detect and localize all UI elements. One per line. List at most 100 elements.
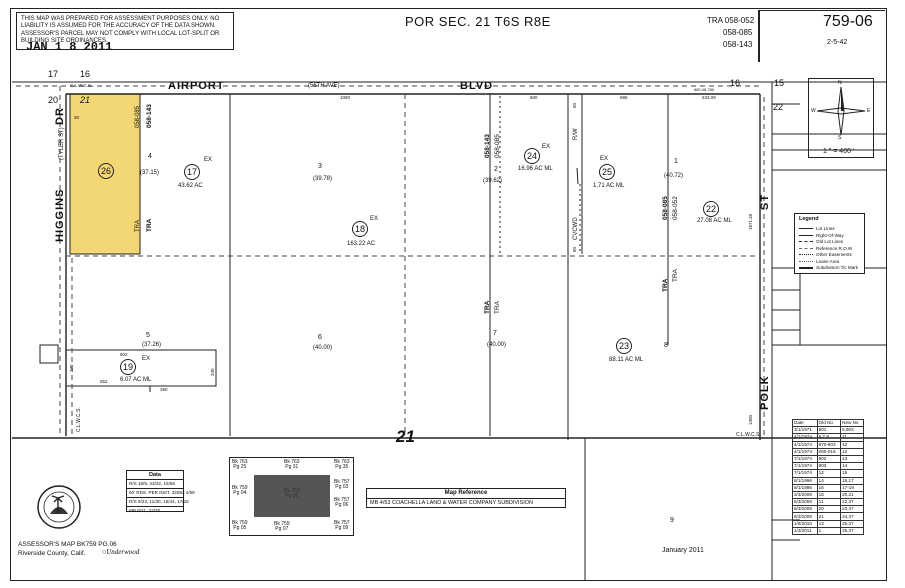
section-number: 16: [730, 78, 741, 88]
tra-label: 058-085: [662, 196, 669, 220]
lot-number: 8: [664, 342, 668, 349]
tra-label: TRA: [662, 278, 669, 292]
tra-label: TRA: [146, 218, 153, 232]
street-name-airport: AIRPORT: [168, 80, 225, 92]
parcel-acreage: 16.96 AC ML: [518, 166, 553, 172]
map-title: POR SEC. 21 T6S R8E: [405, 14, 551, 29]
table-header: Date: [792, 418, 818, 428]
compass-e: E: [867, 108, 871, 114]
map-reference-text: MB 4/53 COACHELLA LAND & WATER COMPANY S…: [370, 500, 534, 506]
tra-code: TRA 058-052: [707, 16, 755, 25]
parcel-number-24: 24: [524, 148, 540, 164]
lot-number: 5: [146, 332, 150, 339]
section-number: 22: [773, 102, 784, 112]
data-box: Data R/S 16/9, 33/32, 15/56 60' RDS. PER…: [126, 470, 195, 513]
dimension-label: 1871.40: [748, 213, 753, 230]
parcel-acreage: 6.07 AC ML: [120, 377, 152, 383]
parcel-number-19: 19: [120, 359, 136, 375]
section-number: 21: [80, 95, 91, 105]
parcel-acreage: 43.62 AC: [178, 183, 203, 189]
tra-label: 058-052: [672, 196, 679, 220]
section-number: 15: [774, 78, 785, 88]
street-name-higgins: HIGGINS: [54, 188, 66, 242]
table-header: Old No: [816, 418, 842, 428]
dimension-label: 330: [210, 368, 215, 376]
lot-dimension: (40.00): [487, 342, 507, 348]
county-seal-icon: [37, 485, 81, 529]
lot-dimension: (40.00): [313, 345, 333, 351]
footer-date: January 2011: [662, 547, 704, 554]
tra-label: 058-085: [135, 105, 141, 128]
tra-label: TRA: [494, 301, 501, 314]
street-alt-name: (56TH AVE): [308, 83, 340, 89]
compass-s: S: [838, 135, 842, 141]
data-row: R/S 16/9, 33/32, 15/56: [127, 480, 183, 489]
legend-item: Subdivision Tic Mark: [816, 265, 859, 270]
legend-item: Lease Area: [816, 258, 840, 264]
current-page-highlight: [254, 475, 330, 517]
legend-item: Old Lot Lines: [816, 239, 844, 244]
legend-item: Lot Lines: [816, 226, 835, 231]
section-number: 17: [48, 69, 59, 79]
street-alt-name: (TYLER ST): [59, 127, 65, 160]
legend-item: Other Easements: [816, 252, 852, 257]
tra-label: 058-143: [484, 134, 491, 158]
centerline-label: C.L.W.C.S.: [70, 83, 93, 88]
lot-number: 7: [493, 330, 497, 337]
parcel-number-18: 18: [352, 221, 368, 237]
tra-label: TRA: [484, 300, 491, 314]
dimension-label: 60: [572, 102, 577, 108]
tra-label: 058-085: [494, 134, 501, 158]
legend-title: Legend: [799, 216, 819, 222]
centerline-label: C.L.W.C.S.: [736, 432, 761, 438]
dimension-label: 686: [620, 95, 628, 100]
map-frame: [10, 8, 887, 581]
lot-number: 1: [674, 158, 678, 165]
map-reference-title: Map Reference: [367, 489, 565, 499]
map-scale: 1 " = 400 ': [823, 148, 855, 155]
signature: ○Underwood: [102, 548, 140, 556]
parcel-dimension: (39.78): [313, 176, 333, 182]
dimension-label: 350: [160, 387, 168, 392]
tra-label: 058-143: [146, 104, 153, 128]
parcel-acreage: 163.22 AC: [347, 241, 376, 247]
tra-code: 058-143: [723, 40, 753, 49]
compass-rose-icon: [816, 86, 866, 136]
dimension-label: 902: [120, 352, 128, 357]
footer-map-id: ASSESSOR'S MAP BK759 PG.06: [18, 541, 117, 548]
book-date: 2-5-42: [827, 39, 848, 46]
exempt-label: EX: [542, 144, 551, 150]
lot-number: 4: [148, 153, 152, 160]
exempt-label: EX: [204, 157, 213, 163]
parcel-number-25: 25: [599, 164, 615, 180]
legend-box: Legend Lot Lines Right-Of-Way Old Lot Li…: [794, 213, 865, 274]
parcel-acreage: 27.08 AC ML: [697, 218, 732, 224]
legend-item: Reference R.O.W: [816, 245, 853, 251]
row-label: R/W: [573, 128, 579, 140]
parcel-number-17: 17: [184, 164, 200, 180]
street-suffix: BLVD: [460, 80, 494, 92]
parcel-number-26: 26: [98, 163, 114, 179]
